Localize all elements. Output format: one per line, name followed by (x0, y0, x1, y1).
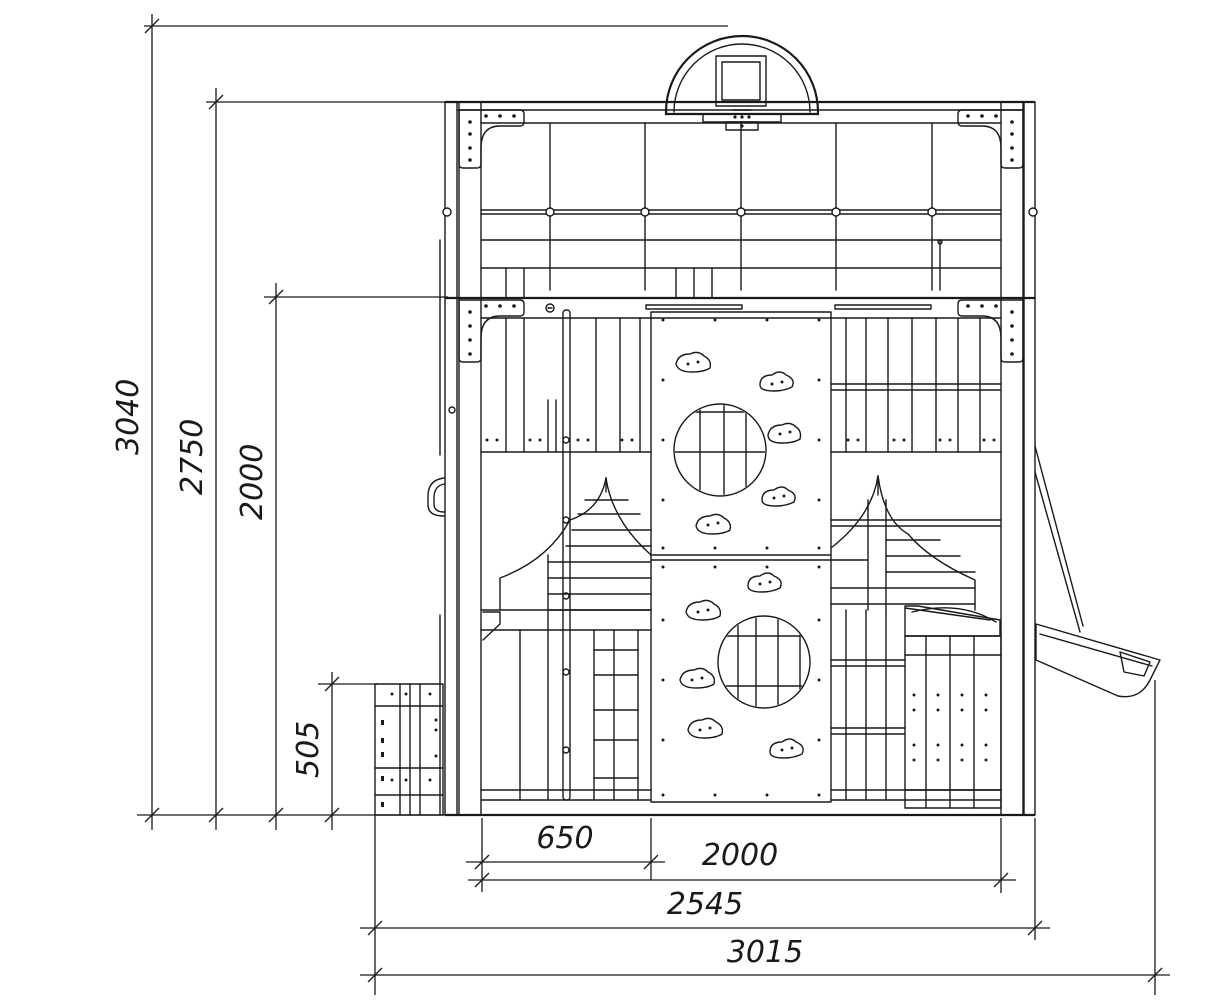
dim-label-650: 650 (536, 821, 593, 856)
right-tent-section (830, 475, 1002, 801)
dim-label-2000-vertical: 2000 (235, 444, 270, 520)
left-side-details (374, 239, 445, 816)
dim-label-3015: 3015 (727, 935, 803, 970)
climbing-holds (675, 351, 804, 759)
swing-seat (1034, 445, 1161, 698)
dim-label-505: 505 (291, 721, 326, 778)
ladder-pole (562, 309, 571, 801)
right-stair-box (904, 605, 1002, 809)
climbing-wall (650, 311, 832, 803)
left-tent-section (480, 477, 652, 801)
main-frame (442, 100, 1038, 816)
dim-label-2000-horizontal: 2000 (702, 838, 778, 873)
basketball-hoop (664, 34, 820, 131)
dim-label-3040: 3040 (111, 379, 146, 455)
dim-label-2545: 2545 (667, 887, 743, 922)
dimension-lines (137, 14, 1170, 995)
dim-label-2750: 2750 (175, 419, 210, 495)
